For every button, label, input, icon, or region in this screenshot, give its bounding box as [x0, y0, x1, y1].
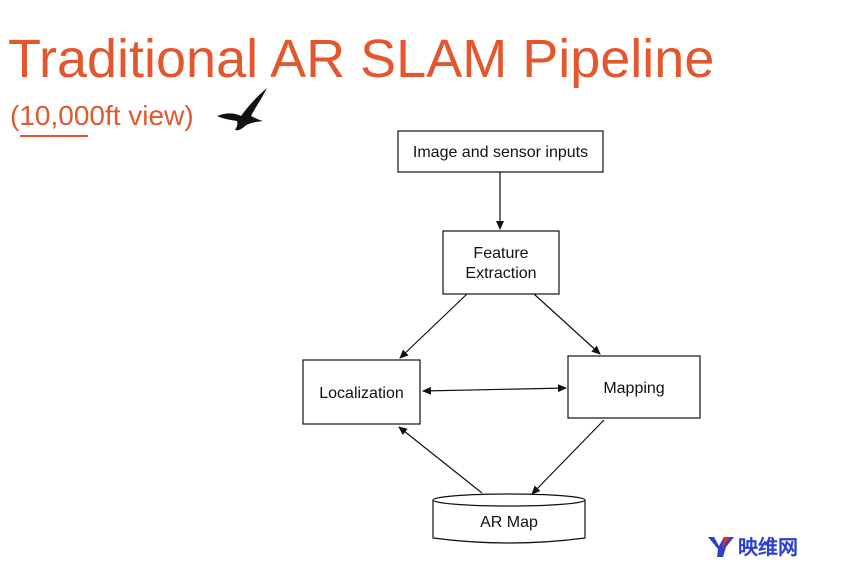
subtitle-underline	[20, 135, 88, 137]
watermark: 映维网	[708, 531, 798, 560]
page-title: Traditional AR SLAM Pipeline	[8, 29, 715, 89]
node-inputs: Image and sensor inputs	[397, 130, 604, 173]
page-subtitle: (10,000ft view)	[10, 100, 194, 131]
eagle-icon	[217, 88, 267, 131]
node-feature-label-line1: Feature	[473, 245, 528, 262]
edge-feature-to-localization	[399, 293, 468, 359]
node-feature-extraction: Feature Extraction	[442, 230, 560, 295]
watermark-text: 映维网	[738, 535, 798, 559]
edge-feature-to-mapping	[533, 293, 601, 355]
node-mapping-label: Mapping	[603, 380, 664, 397]
edge-localization-mapping-bidirectional	[422, 384, 567, 395]
yivian-logo-icon	[708, 537, 734, 557]
node-ar-map-label: AR Map	[480, 514, 538, 531]
node-feature-label-line2: Extraction	[465, 265, 536, 282]
edge-mapping-to-armap	[531, 419, 605, 495]
node-mapping: Mapping	[567, 355, 701, 419]
node-localization: Localization	[302, 359, 421, 425]
node-ar-map: AR Map	[432, 493, 586, 544]
edge-armap-to-localization	[398, 426, 483, 494]
node-inputs-label: Image and sensor inputs	[413, 144, 588, 161]
node-localization-label: Localization	[319, 385, 404, 402]
